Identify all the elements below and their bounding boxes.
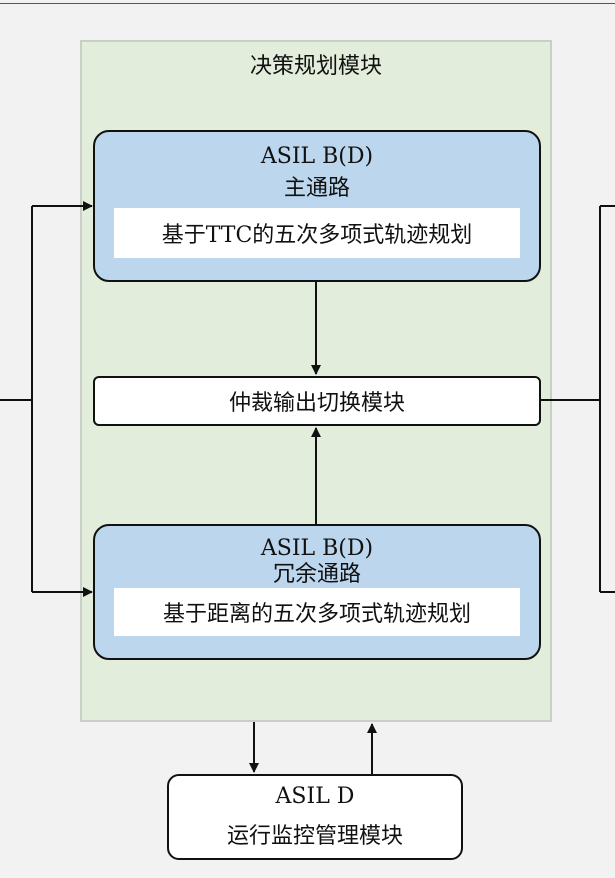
decision-module-title: 决策规划模块 (249, 54, 382, 79)
redundant-path-name: 冗余通路 (272, 562, 361, 587)
arbitration-switch-module: 仲裁输出切换模块 (93, 376, 541, 426)
main-path-name: 主通路 (283, 176, 350, 201)
top-border-line (0, 0, 615, 4)
redundant-path-algorithm: 基于距离的五次多项式轨迹规划 (114, 588, 520, 636)
monitor-label: 运行监控管理模块 (226, 824, 403, 849)
main-path-algorithm: 基于TTC的五次多项式轨迹规划 (114, 208, 520, 258)
main-path-asil: ASIL B(D) (260, 144, 374, 169)
redundant-path-asil: ASIL B(D) (260, 536, 374, 561)
monitor-asil: ASIL D (275, 784, 355, 809)
monitor-management-module (167, 774, 463, 860)
